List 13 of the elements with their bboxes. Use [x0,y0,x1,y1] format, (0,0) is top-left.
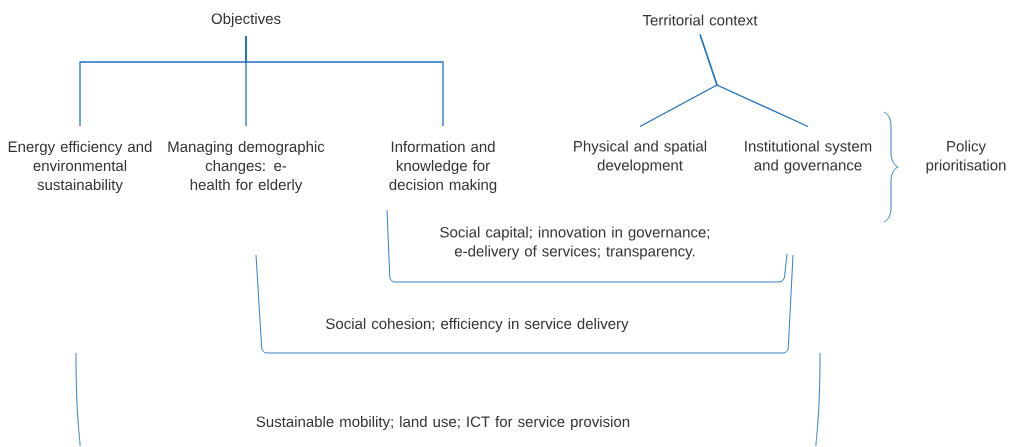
node-text: Institutional system and governance [745,140,872,174]
connector-line [245,35,444,127]
node-text: Information and knowledge for decision making [389,141,497,193]
node-text: Energy efficiency and environmental sustainability [8,141,152,193]
node-text: Managing demographic changes: e-health for elderly [168,141,325,193]
node-text: Objectives [211,13,281,27]
bracket-text: Social cohesion; efficiency in service delivery [326,318,629,332]
bracket-text: Sustainable mobility; land use; ICT for service provision [256,416,630,430]
node-text: Policy prioritisation [926,140,1006,174]
node-text: Territorial context [642,14,758,26]
connector-line [699,33,809,128]
node-text: Physical and spatial development [574,140,707,174]
bracket-text: Social capital; innovation in governance; e-delivery of services; transparency. [440,226,710,260]
